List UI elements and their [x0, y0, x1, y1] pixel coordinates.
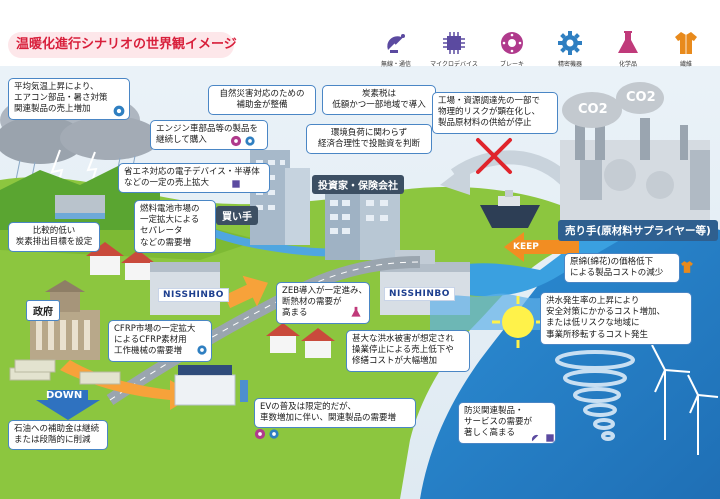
callout-fuel-cell: 燃料電池市場の 一定拡大による セパレータ などの需要増	[134, 200, 216, 253]
callout-temp-rise: 平均気温上昇により、 エアコン部品・暑さ対策 関連製品の売上増加	[8, 78, 130, 120]
callout-cotton-price: 原綿(綿花)の価格低下 による製品コストの減少	[564, 253, 680, 284]
nisshinbo-logo-right: NISSHINBO	[384, 287, 455, 301]
legend-item-chemical: 化学品	[600, 30, 656, 68]
callout-disaster-products: 防災関連製品・ サービスの需要が 著しく高まる	[458, 402, 556, 444]
legend-item-precision: 精密機器	[542, 30, 598, 68]
legend-label: 無線・通信	[380, 61, 411, 68]
callout-oil-subsidy: 石油への補助金は継続 または段階的に削減	[8, 420, 108, 451]
factory-complex	[560, 82, 710, 220]
down-label: DOWN	[46, 390, 83, 401]
nisshinbo-logo-left: NISSHINBO	[158, 288, 229, 302]
government-label: 政府	[26, 300, 60, 321]
callout-carbon-tax: 炭素税は 低額かつ一部地域で導入	[322, 85, 436, 116]
callout-cfrp: CFRP市場の一定拡大 によるCFRP素材用 工作機械の需要増	[108, 320, 212, 362]
tornado	[555, 350, 635, 441]
investor-label: 投資家・保険会社	[312, 175, 404, 194]
supply-stop-mark	[476, 138, 512, 174]
legend-item-brake: ブレーキ	[484, 30, 540, 68]
buyer-building	[250, 150, 310, 245]
gear-icon	[558, 31, 582, 55]
satellite-dish-icon	[387, 34, 405, 53]
callout-carbon-target: 比較的低い 炭素排出目標を設定	[8, 222, 100, 253]
callout-engine-parts: エンジン車部品等の製品を 継続して購入	[150, 120, 268, 151]
callout-flood-damage: 甚大な洪水被害が想定され 操業停止による売上低下や 修繕コストが大幅増加	[346, 330, 470, 372]
shirt-icon	[675, 32, 697, 54]
brake-disc-icon	[230, 135, 242, 147]
callout-ev: EVの普及は限定的だが、 車数増加に伴い、関連製品の需要増	[254, 398, 416, 429]
gear-icon	[245, 136, 255, 146]
orange-flow-arrow-1	[224, 275, 268, 309]
flask-icon	[618, 31, 638, 53]
microchip-icon	[232, 180, 240, 188]
gear-icon	[197, 345, 207, 355]
legend-label: 精密機器	[557, 61, 582, 68]
brake-disc-icon	[254, 428, 266, 440]
gear-icon	[113, 105, 125, 117]
legend-item-textile: 繊維	[658, 30, 714, 68]
microchip-icon	[546, 434, 554, 442]
land-area	[0, 177, 600, 499]
sun-burst	[492, 296, 544, 348]
co2-label-2: CO2	[626, 90, 656, 105]
ev-station	[174, 365, 248, 406]
residential-houses	[86, 242, 335, 358]
flask-icon	[351, 306, 361, 317]
shirt-icon	[681, 261, 693, 273]
co2-label-1: CO2	[578, 102, 608, 117]
down-arrow	[36, 390, 100, 420]
product-legend: 無線・通信 マイクロデバイス ブレーキ	[368, 30, 714, 68]
money-stacks	[9, 359, 121, 385]
legend-label: 化学品	[618, 61, 637, 68]
legend-label: マイクロデバイス	[430, 61, 478, 68]
keep-arrow	[504, 232, 579, 262]
callout-flood-relocation: 洪水発生率の上昇により 安全対策にかかるコスト増加、 または低リスクな地域に 事…	[540, 292, 692, 345]
wind-turbines	[651, 344, 719, 455]
cargo-ship	[480, 190, 540, 228]
page-title: 温暖化進行シナリオの世界観イメージ	[8, 32, 237, 58]
seller-label: 売り手(原材料サプライヤー等)	[558, 220, 718, 241]
callout-zeb: ZEB導入が一定進み、 断熱材の需要が 高まる	[276, 282, 370, 324]
gear-icon	[269, 429, 279, 439]
buyer-label: 買い手	[216, 206, 258, 225]
brake-disc-icon	[501, 32, 523, 54]
callout-supply-risk: 工場・資源調達先の一部で 物理的リスクが顕在化し、 製品原材料の供給が停止	[432, 92, 558, 134]
legend-label: 繊維	[679, 61, 692, 68]
legend-label: ブレーキ	[499, 61, 524, 68]
legend-item-wireless: 無線・通信	[368, 30, 424, 68]
callout-disaster-subsidy: 自然災害対応のための 補助金が整備	[208, 85, 316, 116]
callout-energy-saving: 省エネ対応の電子デバイス・半導体 などの一定の売上拡大	[118, 163, 270, 194]
keep-label: KEEP	[513, 242, 539, 252]
microchip-icon	[443, 32, 465, 54]
legend-item-microdevice: マイクロデバイス	[426, 30, 482, 68]
satellite-dish-icon	[531, 434, 539, 442]
callout-investor-judgment: 環境負荷に関わらず 経済合理性で投融資を判断	[306, 124, 432, 155]
